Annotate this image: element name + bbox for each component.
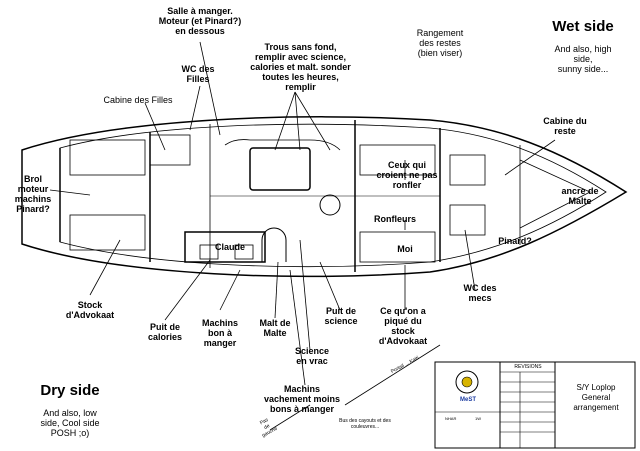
tb-cell-1: NHAR: [445, 416, 457, 421]
ship-title: S/Y Loplop General arrangement: [573, 383, 619, 412]
label-cabine-reste: Cabine du reste: [543, 116, 587, 136]
label-machins-vach: Machins vachement moins bons à manger: [263, 384, 341, 414]
label-science-vrac: Science en vrac: [294, 346, 330, 366]
dry-side-subtitle: And also, low side, Cool side POSH ;o): [40, 408, 100, 438]
label-ronfleurs: Ronfleurs: [373, 214, 416, 224]
label-malt: Malt de Malte: [259, 318, 291, 338]
hull-inner: [59, 123, 607, 268]
label-rangement: Rangement des restes (bien viser): [416, 28, 464, 58]
mast-circle: [319, 194, 341, 216]
label-trous: Trous sans fond, remplir avec science, c…: [250, 42, 351, 92]
label-puit-calories: Puit de calories: [147, 322, 183, 342]
label-brol: Brol moteur machins Pinard?: [14, 174, 52, 214]
leader-lines: [49, 41, 556, 431]
label-cabine-filles: Cabine des Filles: [103, 95, 173, 105]
label-claude: Claude: [214, 242, 245, 252]
label-ancre: ancre de Malte: [561, 186, 599, 206]
label-bus: Bus des cayouts et des couleuvres...: [339, 418, 391, 430]
label-wc-mecs: WC des mecs: [463, 283, 497, 303]
label-stock: Stock d'Advokaat: [65, 300, 115, 320]
label-puit-science: Puit de science: [324, 306, 358, 326]
title-block: [434, 361, 636, 449]
wet-side-heading: Wet side: [552, 18, 614, 35]
dry-side-heading: Dry side: [40, 382, 100, 399]
galley-counter: [184, 231, 266, 263]
tb-cell-2: 1W: [475, 416, 481, 421]
label-moi: Moi: [397, 244, 413, 254]
saloon-table: [249, 147, 311, 191]
label-ceux: Ceux qui croient ne pas ronfler: [376, 160, 438, 190]
wet-side-subtitle: And also, high side, sunny side...: [554, 44, 612, 74]
label-wc-filles: WC des Filles: [181, 64, 215, 84]
label-salle: Salle à manger. Moteur (et Pinard?) en d…: [158, 6, 242, 36]
logo-text: MeST: [459, 397, 476, 403]
hull-outline: [21, 116, 628, 278]
revisions-header: REVISIONS: [514, 364, 542, 370]
label-pique: Ce qu'on a piqué du stock d'Advokaat: [378, 306, 428, 346]
label-pinard: Pinard?: [498, 236, 532, 246]
logo-icon: [455, 370, 479, 394]
label-machins-bon: Machins bon à manger: [201, 318, 238, 348]
